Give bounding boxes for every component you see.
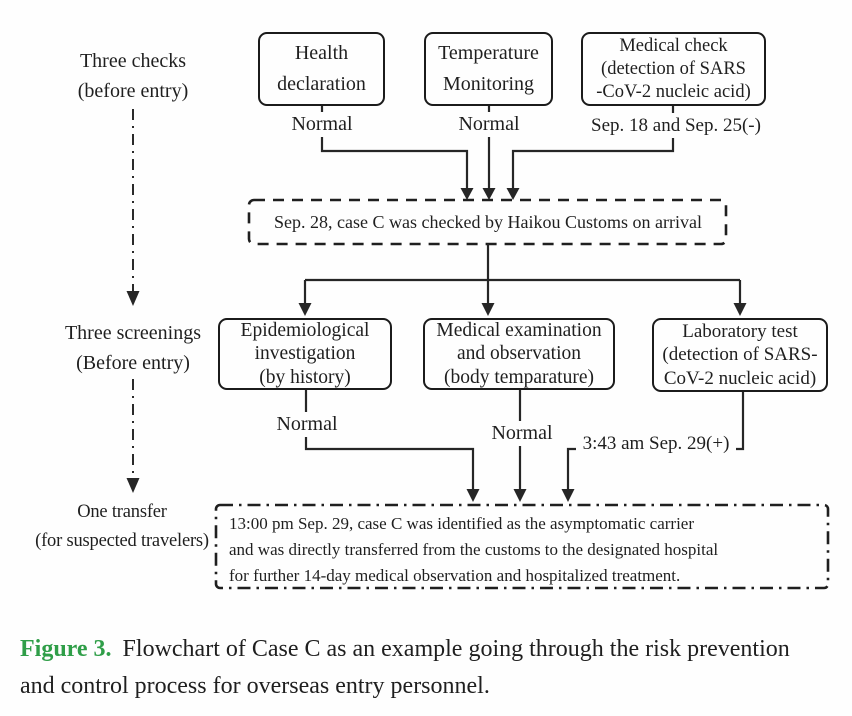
arrival-note: Sep. 28, case C was checked by Haikou Cu…	[274, 212, 702, 232]
result-laboratory: 3:43 am Sep. 29(+)	[576, 431, 736, 456]
result-medical-check: Sep. 18 and Sep. 25(-)	[577, 113, 775, 138]
figure-caption: Figure 3.Flowchart of Case C as an examp…	[20, 631, 815, 705]
node-line: and observation	[456, 343, 581, 365]
arrival-to-screening-connectors	[298, 244, 747, 316]
figure-caption-label: Figure 3.	[20, 636, 112, 662]
connector-line	[305, 244, 740, 282]
stage-label-one-transfer: One transfer (for suspected travelers)	[22, 498, 222, 556]
stage-label-three-checks: Three checks (before entry)	[33, 46, 233, 106]
node-temperature-monitoring: Temperature Monitoring	[424, 32, 553, 106]
stage-label-line: One transfer	[77, 502, 167, 522]
stage-label-line: Three checks	[79, 50, 187, 72]
transfer-note: 13:00 pm Sep. 29, case C was identified …	[229, 511, 825, 589]
node-laboratory-test: Laboratory test (detection of SARS- CoV-…	[652, 318, 828, 392]
node-line: (detection of SARS-	[662, 344, 818, 366]
node-epidemiological-investigation: Epidemiological investigation (by histor…	[218, 318, 392, 390]
transfer-note-line: for further 14-day medical observation a…	[229, 566, 681, 585]
arrowhead	[298, 303, 312, 316]
node-line: CoV-2 nucleic acid)	[663, 367, 817, 389]
node-line: Epidemiological	[240, 319, 370, 341]
stage-label-line: (before entry)	[77, 80, 189, 102]
node-line: Monitoring	[442, 73, 535, 95]
node-medical-examination: Medical examination and observation (bod…	[423, 318, 615, 390]
transfer-note-line: and was directly transferred from the cu…	[229, 540, 719, 559]
node-line: Health	[294, 42, 349, 64]
transfer-box-border	[214, 503, 830, 590]
stage-label-line: Three screenings	[64, 322, 202, 344]
transfer-note-line: 13:00 pm Sep. 29, case C was identified …	[229, 514, 695, 533]
node-line: Temperature	[438, 42, 539, 64]
arrowhead	[482, 188, 496, 200]
arrowhead	[460, 188, 474, 200]
stage-label-line: (Before entry)	[76, 352, 190, 374]
connector-line	[304, 390, 475, 489]
node-health-declaration: Health declaration	[258, 32, 385, 106]
stage-guide-line	[126, 109, 140, 493]
node-line: Medical check	[619, 35, 728, 56]
result-health: Normal	[282, 112, 362, 137]
node-line: declaration	[277, 73, 366, 95]
stage-label-three-screenings: Three screenings (Before entry)	[33, 318, 233, 378]
arrowhead	[733, 303, 747, 316]
result-temperature: Normal	[449, 112, 529, 137]
stage-label-line: (for suspected travelers)	[35, 531, 209, 551]
node-line: Laboratory test	[682, 320, 798, 342]
arrowhead	[126, 291, 140, 306]
node-line: Medical examination	[436, 319, 602, 341]
arrowhead	[481, 303, 495, 316]
node-line: -CoV-2 nucleic acid)	[596, 81, 751, 102]
node-medical-check: Medical check (detection of SARS -CoV-2 …	[581, 32, 766, 106]
arrowhead	[466, 489, 480, 502]
node-line: (by history)	[259, 366, 351, 388]
arrowhead	[506, 188, 520, 200]
node-line: (detection of SARS	[601, 58, 746, 79]
arrowhead	[126, 478, 140, 493]
result-medical-exam: Normal	[482, 421, 562, 446]
result-epidemiological: Normal	[267, 412, 347, 437]
figure-caption-text: Flowchart of Case C as an example going …	[20, 636, 790, 699]
arrowhead	[561, 489, 575, 502]
arrowhead	[513, 489, 527, 502]
node-line: (body temparature)	[444, 366, 594, 388]
connector-line	[303, 280, 742, 303]
node-line: investigation	[254, 343, 356, 365]
